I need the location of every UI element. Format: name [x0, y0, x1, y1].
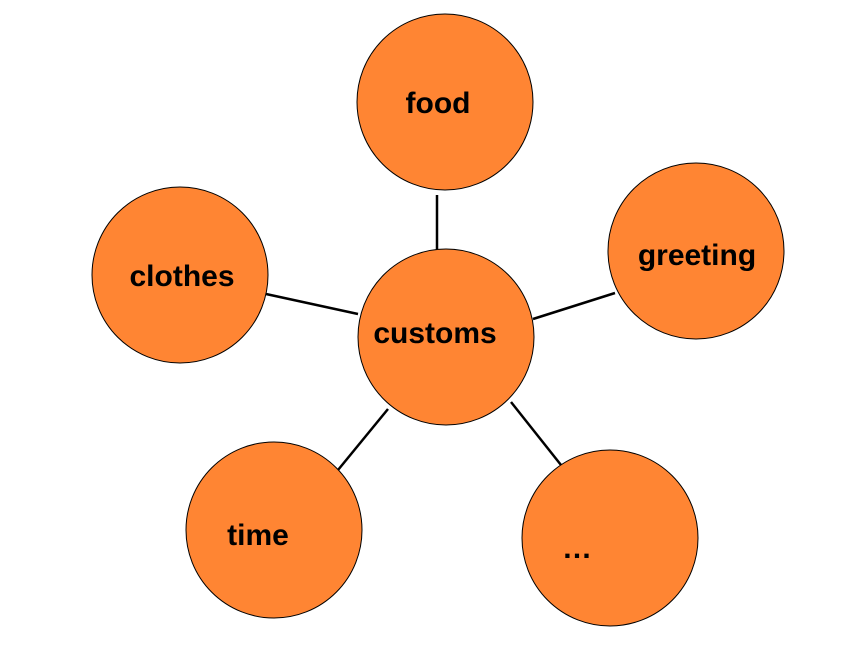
connector-clothes — [265, 292, 359, 316]
connector-more — [510, 401, 562, 466]
node-greeting-label: greeting — [638, 239, 756, 272]
node-more-label: … — [562, 532, 592, 565]
node-time-label: time — [227, 519, 289, 552]
node-greeting-circle — [607, 162, 785, 340]
connector-greeting — [532, 291, 616, 321]
node-food-circle — [356, 13, 534, 191]
node-clothes-label: clothes — [129, 260, 234, 293]
node-food: food — [356, 13, 534, 191]
node-greeting: greeting — [607, 162, 785, 340]
node-food-label: food — [406, 87, 471, 120]
node-more: … — [521, 449, 699, 627]
node-clothes: clothes — [91, 186, 269, 364]
node-time: time — [185, 441, 363, 619]
node-center-label: customs — [373, 317, 496, 350]
connector-time — [337, 408, 389, 471]
node-clothes-circle — [91, 186, 269, 364]
node-time-circle — [185, 441, 363, 619]
node-more-circle — [521, 449, 699, 627]
node-center-circle — [357, 248, 535, 426]
node-center: customs — [357, 248, 535, 426]
